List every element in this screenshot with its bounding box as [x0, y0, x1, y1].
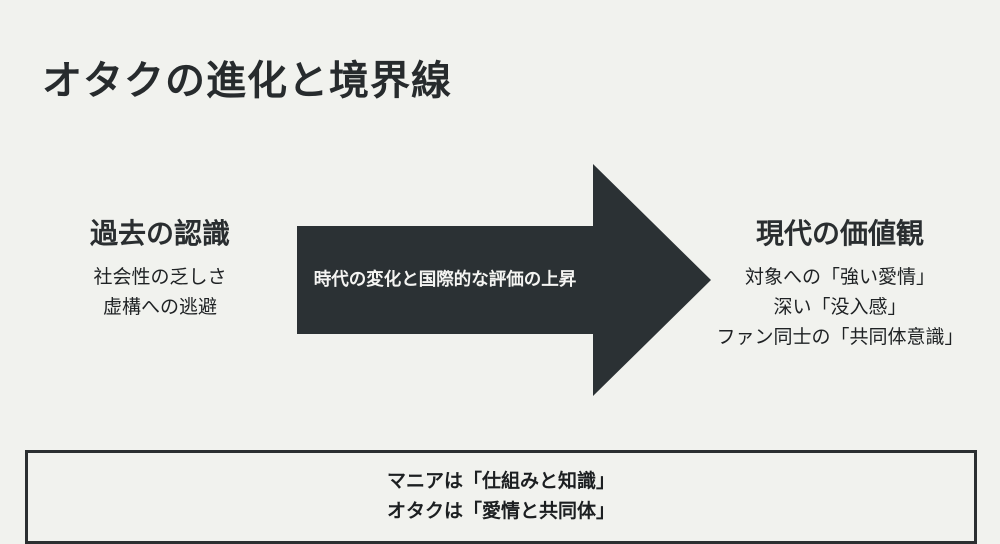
summary-box: マニアは「仕組みと知識」 オタクは「愛情と共同体」	[25, 450, 977, 544]
summary-line-mania: マニアは「仕組みと知識」	[386, 470, 615, 492]
past-item: 社会性の乏しさ	[93, 266, 227, 288]
modern-values-heading: 現代の価値観	[755, 217, 924, 250]
transition-arrow: 時代の変化と国際的な評価の上昇	[297, 164, 711, 396]
modern-item: 深い「没入感」	[773, 296, 907, 318]
arrow-label: 時代の変化と国際的な評価の上昇	[313, 270, 577, 290]
page-title: オタクの進化と境界線	[42, 58, 452, 104]
past-perception-heading: 過去の認識	[89, 217, 230, 250]
modern-item: ファン同士の「共同体意識」	[716, 326, 964, 348]
modern-values-column: 現代の価値観 対象への「強い愛情」 深い「没入感」 ファン同士の「共同体意識」	[690, 212, 990, 352]
right-arrow-icon	[297, 164, 711, 396]
modern-item: 対象への「強い愛情」	[744, 266, 935, 288]
past-perception-column: 過去の認識 社会性の乏しさ 虚構への逃避	[60, 212, 260, 322]
summary-line-otaku: オタクは「愛情と共同体」	[386, 500, 615, 522]
past-item: 虚構への逃避	[102, 296, 217, 318]
